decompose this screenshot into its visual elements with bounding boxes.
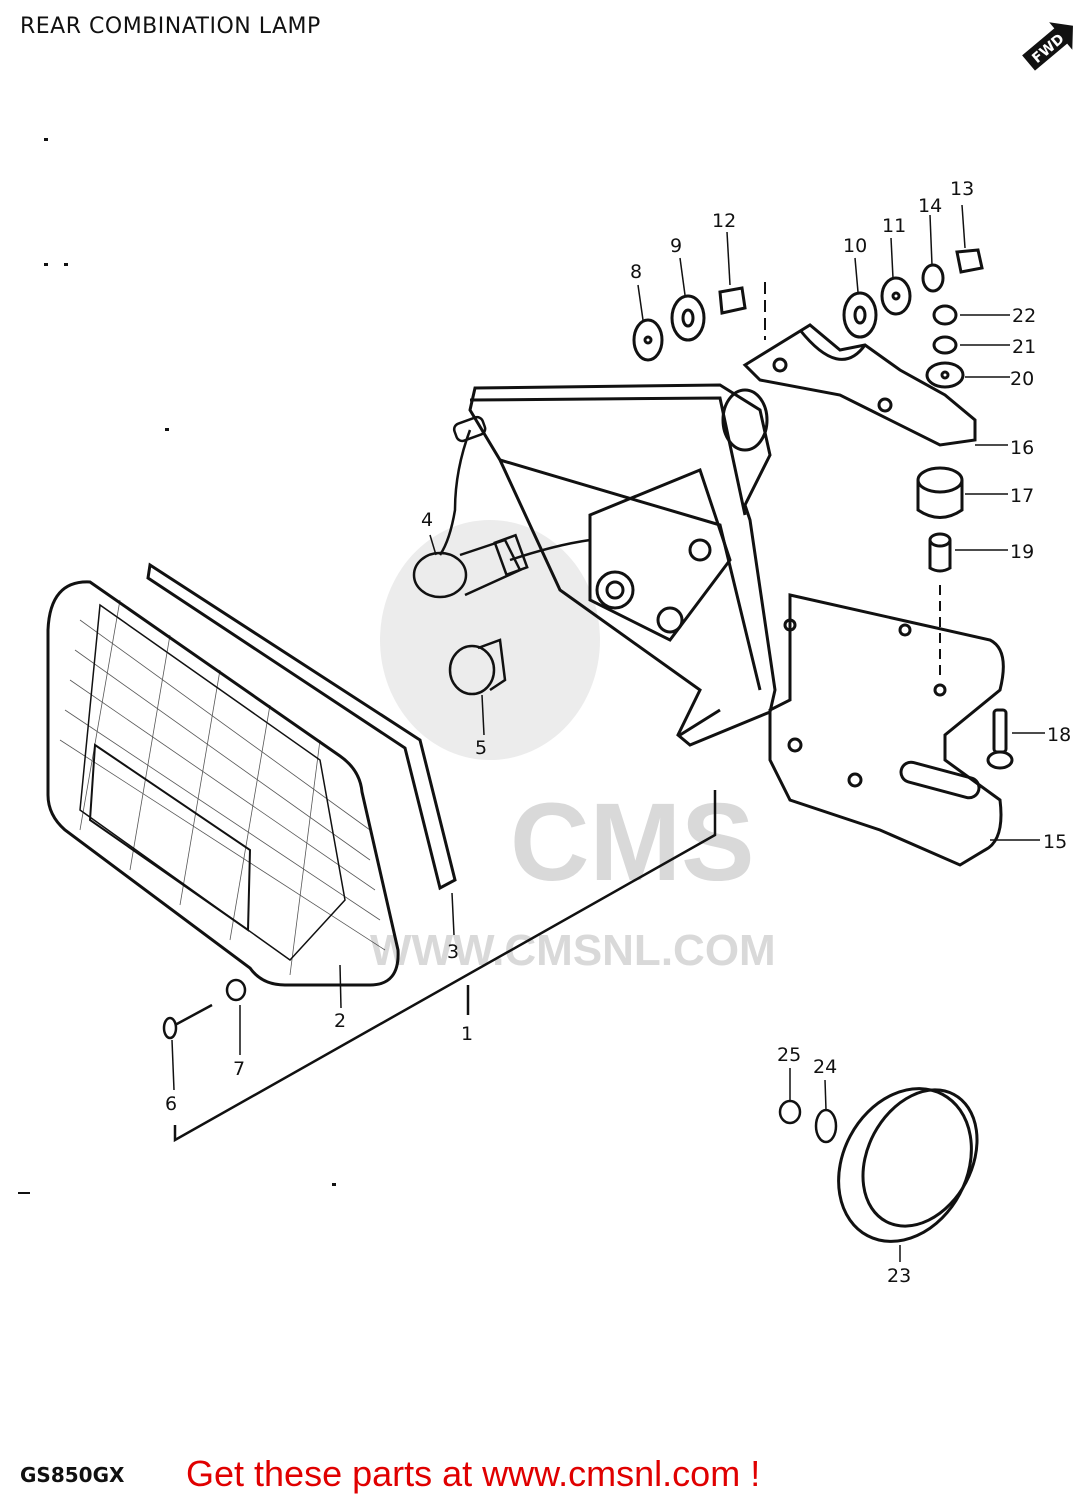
callout-23: 23: [887, 1265, 911, 1287]
hardware: [632, 248, 984, 389]
wiring: [438, 415, 591, 562]
callout-1: 1: [461, 1023, 473, 1045]
callout-9: 9: [670, 235, 682, 257]
callout-24: 24: [813, 1056, 837, 1078]
callout-7: 7: [233, 1058, 245, 1080]
callout-20: 20: [1010, 368, 1034, 390]
assembly-bracket: [173, 790, 717, 1143]
callout-17: 17: [1010, 485, 1034, 507]
grommet-9: [670, 294, 706, 342]
nut-13: [955, 248, 984, 274]
callout-6: 6: [165, 1093, 177, 1115]
callout-18: 18: [1047, 724, 1071, 746]
callout-21: 21: [1012, 336, 1036, 358]
watermark-url: WWW.CMSNL.COM: [370, 926, 776, 975]
upper-bracket: [742, 323, 977, 447]
lens: [46, 580, 400, 987]
callout-12: 12: [712, 210, 736, 232]
collar: [928, 532, 952, 573]
callout-22: 22: [1012, 305, 1036, 327]
callout-19: 19: [1010, 541, 1034, 563]
gasket: [146, 562, 457, 891]
watermark-brand: CMS: [510, 781, 754, 904]
bulb-small: [448, 638, 507, 696]
page-title: REAR COMBINATION LAMP: [20, 14, 321, 39]
washer-8: [632, 318, 664, 362]
bulb-large: [412, 533, 529, 599]
grommet-10: [842, 291, 878, 339]
fwd-arrow-icon: FWD: [1022, 22, 1073, 71]
callout-8: 8: [630, 261, 642, 283]
callout-11: 11: [882, 215, 906, 237]
model-code: GS850GX: [20, 1463, 125, 1487]
reflector: [837, 1087, 979, 1243]
callout-3: 3: [447, 941, 459, 963]
nut-22: [932, 304, 958, 326]
callout-4: 4: [421, 509, 433, 531]
callout-15: 15: [1043, 831, 1067, 853]
nut-25: [778, 1099, 802, 1125]
washer-21: [932, 335, 958, 355]
grommet: [916, 466, 964, 519]
callouts: 1 2 3 4 5 6 7 8 9 10 11 12 13 14 15 16 1…: [165, 178, 1071, 1287]
callout-2: 2: [334, 1010, 346, 1032]
callout-5: 5: [475, 737, 487, 759]
washer-24: [814, 1108, 838, 1144]
bolt: [986, 708, 1014, 770]
callout-13: 13: [950, 178, 974, 200]
watermark: CMS WWW.CMSNL.COM: [370, 520, 776, 975]
screw: [162, 1003, 213, 1040]
callout-25: 25: [777, 1044, 801, 1066]
washer-14: [921, 263, 945, 293]
mounting-plate: [768, 593, 1005, 867]
callout-10: 10: [843, 235, 867, 257]
washer-20: [925, 361, 965, 389]
washer-small: [225, 978, 247, 1002]
spacer-12: [718, 286, 747, 315]
cta-link[interactable]: Get these parts at www.cmsnl.com !: [186, 1453, 761, 1494]
washer-11: [880, 276, 912, 316]
callout-16: 16: [1010, 437, 1034, 459]
callout-14: 14: [918, 195, 942, 217]
